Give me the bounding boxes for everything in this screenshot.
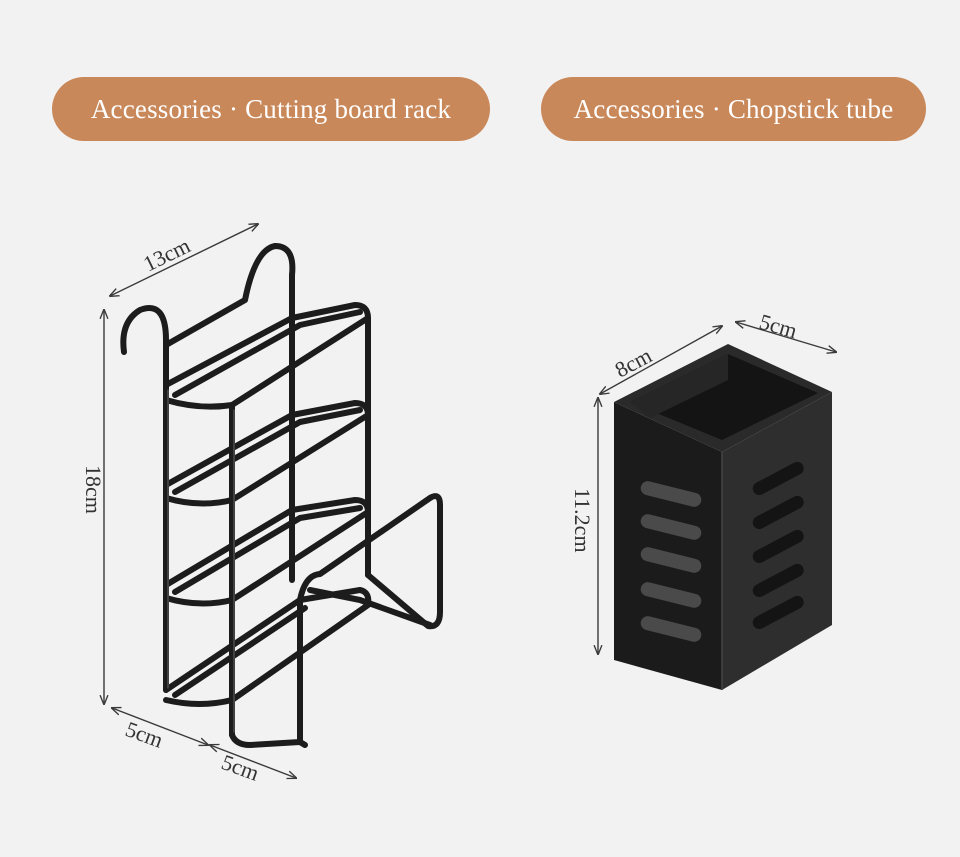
chopstick-tube	[614, 344, 832, 690]
rack-width-label: 13cm	[139, 233, 194, 277]
cutting-board-rack	[120, 243, 443, 748]
tube-width-label: 8cm	[611, 343, 656, 383]
rack-height-label: 18cm	[81, 465, 106, 514]
tube-height-label: 11.2cm	[570, 488, 595, 553]
rack-depth-a-label: 5cm	[122, 716, 166, 752]
chopstick-tube-label: Accessories · Chopstick tube	[541, 77, 926, 141]
rack-dimension-lines	[104, 224, 296, 778]
cutting-board-rack-label: Accessories · Cutting board rack	[52, 77, 490, 141]
tube-depth-label: 5cm	[757, 309, 800, 343]
tube-dimension-lines	[598, 322, 836, 654]
rack-depth-b-label: 5cm	[218, 749, 262, 785]
